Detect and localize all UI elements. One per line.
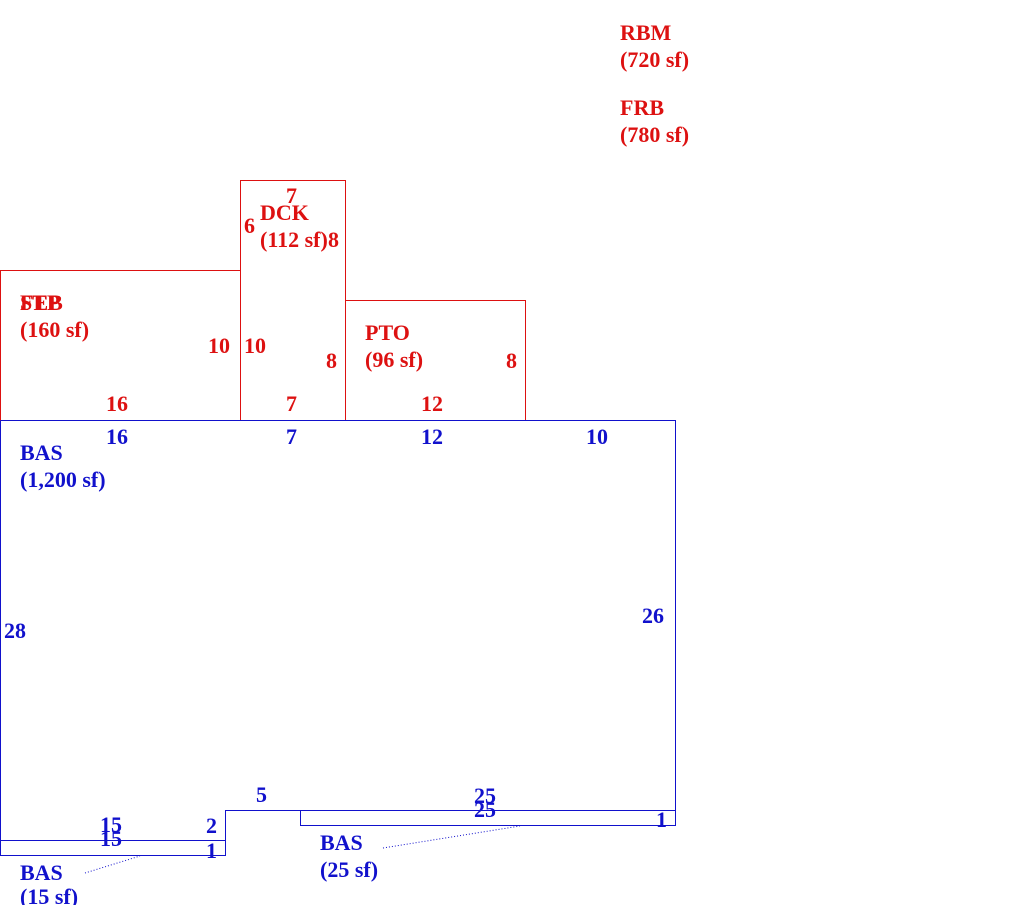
bas-dim-step-top: 5: [256, 782, 267, 807]
bas-small-left-leader: [84, 855, 141, 874]
bas-small-left-outline: [0, 840, 226, 856]
stp-dim-bottom: 16: [106, 391, 128, 416]
bas-dim-step-side: 2: [206, 813, 217, 838]
bas-dim-top-4: 10: [586, 424, 608, 449]
stp-area-label: (160 sf): [20, 317, 89, 342]
frb-area-label: (780 sf): [620, 122, 689, 147]
dck-dim-right: 8: [328, 227, 339, 252]
frb-code-label: FRB: [620, 95, 664, 120]
bas-code-label: BAS: [20, 440, 63, 465]
pto-dim-right: 8: [506, 348, 517, 373]
bas-dim-top-3: 12: [421, 424, 443, 449]
stp-dim-right: 10: [208, 333, 230, 358]
bas-small-left-area-label: (15 sf): [20, 884, 78, 905]
bas-small-left-code-label: BAS: [20, 860, 63, 885]
bas-dim-top-1: 16: [106, 424, 128, 449]
bas-small-left-dim-bottom: 15: [100, 826, 122, 851]
bas-small-right-dim-top: 25: [474, 783, 496, 808]
dck-dim-left-mid: 10: [244, 333, 266, 358]
bas-small-right-area-label: (25 sf): [320, 857, 378, 882]
bas-dim-right: 26: [642, 603, 664, 628]
bas-dim-left: 28: [4, 618, 26, 643]
bas-dim-top-2: 7: [286, 424, 297, 449]
bas-small-right-code-label: BAS: [320, 830, 363, 855]
rbm-area-label: (720 sf): [620, 47, 689, 72]
rbm-code-label: RBM: [620, 20, 672, 45]
dck-dim-bottom: 7: [286, 391, 297, 416]
pto-code-label: PTO: [365, 320, 410, 345]
bas-small-right-dim-bottom: 25: [474, 797, 496, 822]
bas-small-left-dim-top: 15: [100, 812, 122, 837]
bas-small-left-dim-end: 1: [206, 838, 217, 863]
pto-dim-bottom: 12: [421, 391, 443, 416]
pto-area-label: (96 sf): [365, 347, 423, 372]
bas-small-right-dim-end: 1: [656, 807, 667, 832]
dck-dim-left: 6: [244, 213, 255, 238]
stp-code-label: STP: [20, 290, 60, 315]
dck-area-label: (112 sf): [260, 227, 328, 252]
dck-code-label: DCK: [260, 200, 309, 225]
feb-code-label: FEB: [20, 290, 63, 315]
bas-area-label: (1,200 sf): [20, 467, 106, 492]
bas-small-right-leader: [382, 825, 521, 849]
bas-small-right-outline: [300, 810, 676, 826]
dck-dim-right-mid: 8: [326, 348, 337, 373]
dck-dim-top: 7: [286, 183, 297, 208]
